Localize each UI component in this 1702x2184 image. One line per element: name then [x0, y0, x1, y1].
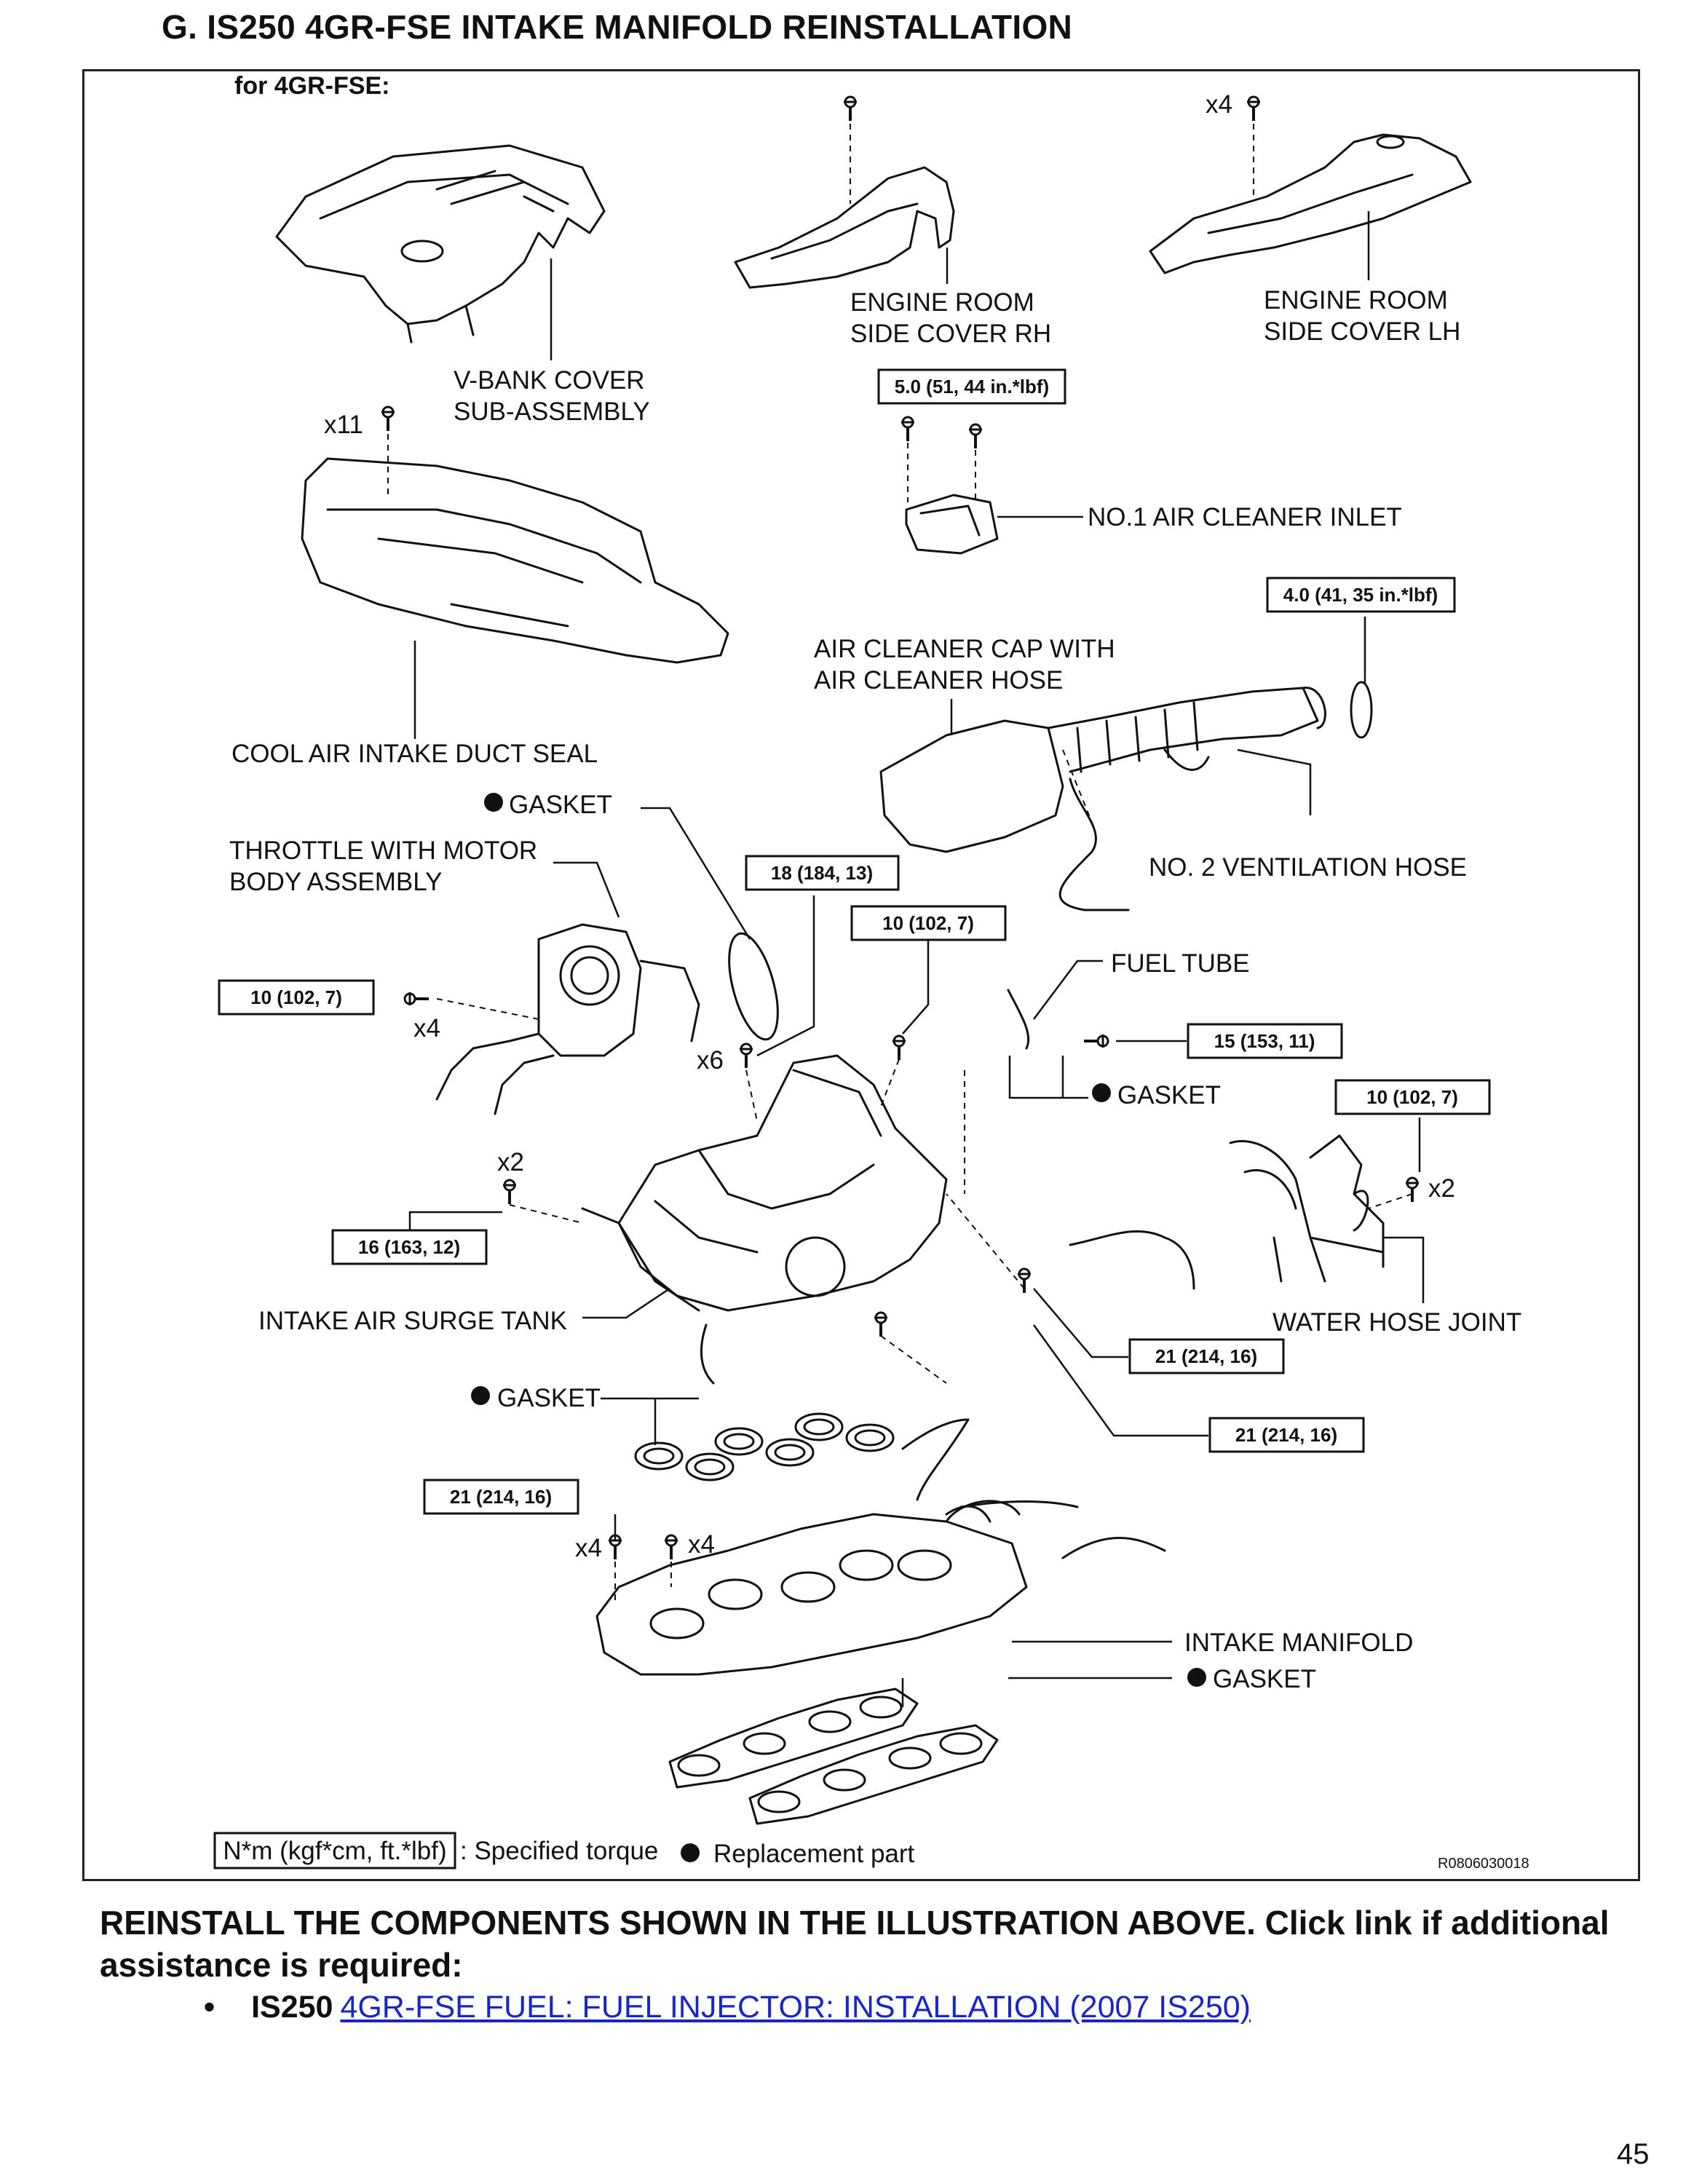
- label-surge-tank: INTAKE AIR SURGE TANK: [258, 1307, 567, 1335]
- side-cover-rh-drawing: [734, 166, 955, 289]
- water-hose-joint-drawing: [1229, 1134, 1385, 1283]
- fuel-tube-drawing: [1007, 989, 1030, 1050]
- label-intake-manifold: INTAKE MANIFOLD: [1184, 1629, 1413, 1657]
- legend-replacement-text: Replacement part: [713, 1840, 915, 1868]
- intake-manifold-drawing: [595, 1500, 1166, 1676]
- diagram-subtitle: for 4GR-FSE:: [234, 72, 389, 100]
- torque-18: 18 (184, 13): [771, 862, 873, 884]
- legend-torque-box: N*m (kgf*cm, ft.*lbf): [223, 1837, 446, 1865]
- air-cleaner-inlet-drawing: [905, 494, 999, 555]
- label-vbank-1: V-BANK COVER: [454, 366, 645, 395]
- torque-16: 16 (163, 12): [358, 1236, 460, 1258]
- torque-10-b: 10 (102, 7): [250, 986, 342, 1008]
- label-gasket-1: GASKET: [509, 791, 612, 819]
- qty-x4-bolt: x4: [575, 1534, 602, 1562]
- torque-5-0: 5.0 (51, 44 in.*lbf): [895, 376, 1049, 397]
- duct-seal-drawing: [301, 457, 729, 664]
- qty-x2-left: x2: [497, 1148, 524, 1176]
- torque-21-c: 21 (214, 16): [450, 1486, 552, 1508]
- torque-21-a: 21 (214, 16): [1155, 1345, 1257, 1367]
- bullet-icon: •: [204, 1990, 215, 2025]
- figure-code: R0806030018: [1438, 1856, 1529, 1872]
- qty-x4-nut: x4: [688, 1530, 715, 1559]
- qty-x6: x6: [697, 1046, 724, 1075]
- label-rh-2: SIDE COVER RH: [850, 320, 1051, 348]
- label-vent-hose: NO. 2 VENTILATION HOSE: [1149, 853, 1467, 882]
- connector-drawing: [700, 1324, 715, 1385]
- label-throttle-1: THROTTLE WITH MOTOR: [229, 836, 537, 865]
- throttle-gasket-drawing: [728, 932, 779, 1041]
- torque-10-a: 10 (102, 7): [882, 912, 974, 934]
- intake-manifold-gaskets-drawing: [668, 1688, 999, 1825]
- label-throttle-2: BODY ASSEMBLY: [229, 868, 442, 896]
- label-gasket-3: GASKET: [497, 1384, 601, 1412]
- label-vbank-2: SUB-ASSEMBLY: [454, 397, 650, 426]
- surge-tank-drawing: [581, 1054, 948, 1312]
- qty-x4-throttle: x4: [413, 1014, 440, 1042]
- hose-right-drawing: [1069, 1230, 1195, 1290]
- label-gasket-2: GASKET: [1117, 1081, 1221, 1109]
- throttle-body-drawing: [435, 923, 700, 1115]
- link-model-label: IS250: [251, 1990, 333, 2025]
- diagram-frame: [82, 69, 1640, 1881]
- v-bank-cover-drawing: [275, 144, 606, 344]
- label-lh-2: SIDE COVER LH: [1264, 317, 1460, 346]
- surge-tank-gaskets-drawing: [634, 1412, 895, 1481]
- fuel-injector-installation-link[interactable]: 4GR-FSE FUEL: FUEL INJECTOR: INSTALLATIO…: [340, 1990, 1251, 2025]
- torque-21-b: 21 (214, 16): [1235, 1424, 1337, 1446]
- torque-10-c: 10 (102, 7): [1366, 1086, 1458, 1108]
- air-cleaner-cap-drawing: [879, 681, 1373, 911]
- page-number: 45: [1617, 2138, 1650, 2170]
- qty-x11: x11: [324, 411, 363, 439]
- label-rh-1: ENGINE ROOM: [850, 288, 1034, 317]
- qty-x4-top: x4: [1206, 90, 1232, 119]
- torque-4-0: 4.0 (41, 35 in.*lbf): [1283, 584, 1438, 606]
- label-lh-1: ENGINE ROOM: [1264, 286, 1448, 314]
- hose-lower-drawing: [901, 1418, 970, 1501]
- page-title: G. IS250 4GR-FSE INTAKE MANIFOLD REINSTA…: [162, 8, 1073, 46]
- label-water-hose: WATER HOSE JOINT: [1272, 1308, 1521, 1337]
- label-duct-seal: COOL AIR INTAKE DUCT SEAL: [231, 740, 598, 768]
- intake-manifold-diagram: for 4GR-FSE: x4 x11 x4 x6 x2 x2 x4 x4 EN…: [213, 72, 1529, 1872]
- torque-15: 15 (153, 11): [1214, 1030, 1315, 1052]
- qty-x2-right: x2: [1428, 1174, 1455, 1203]
- legend-torque-text: : Specified torque: [460, 1837, 658, 1865]
- instruction-text: REINSTALL THE COMPONENTS SHOWN IN THE IL…: [100, 1904, 1610, 1984]
- label-cap-1: AIR CLEANER CAP WITH: [814, 635, 1115, 663]
- label-gasket-4: GASKET: [1213, 1665, 1316, 1693]
- label-fuel-tube: FUEL TUBE: [1111, 949, 1250, 978]
- label-cap-2: AIR CLEANER HOSE: [814, 666, 1063, 695]
- side-cover-lh-drawing: [1149, 133, 1472, 274]
- label-no1-inlet: NO.1 AIR CLEANER INLET: [1088, 503, 1402, 531]
